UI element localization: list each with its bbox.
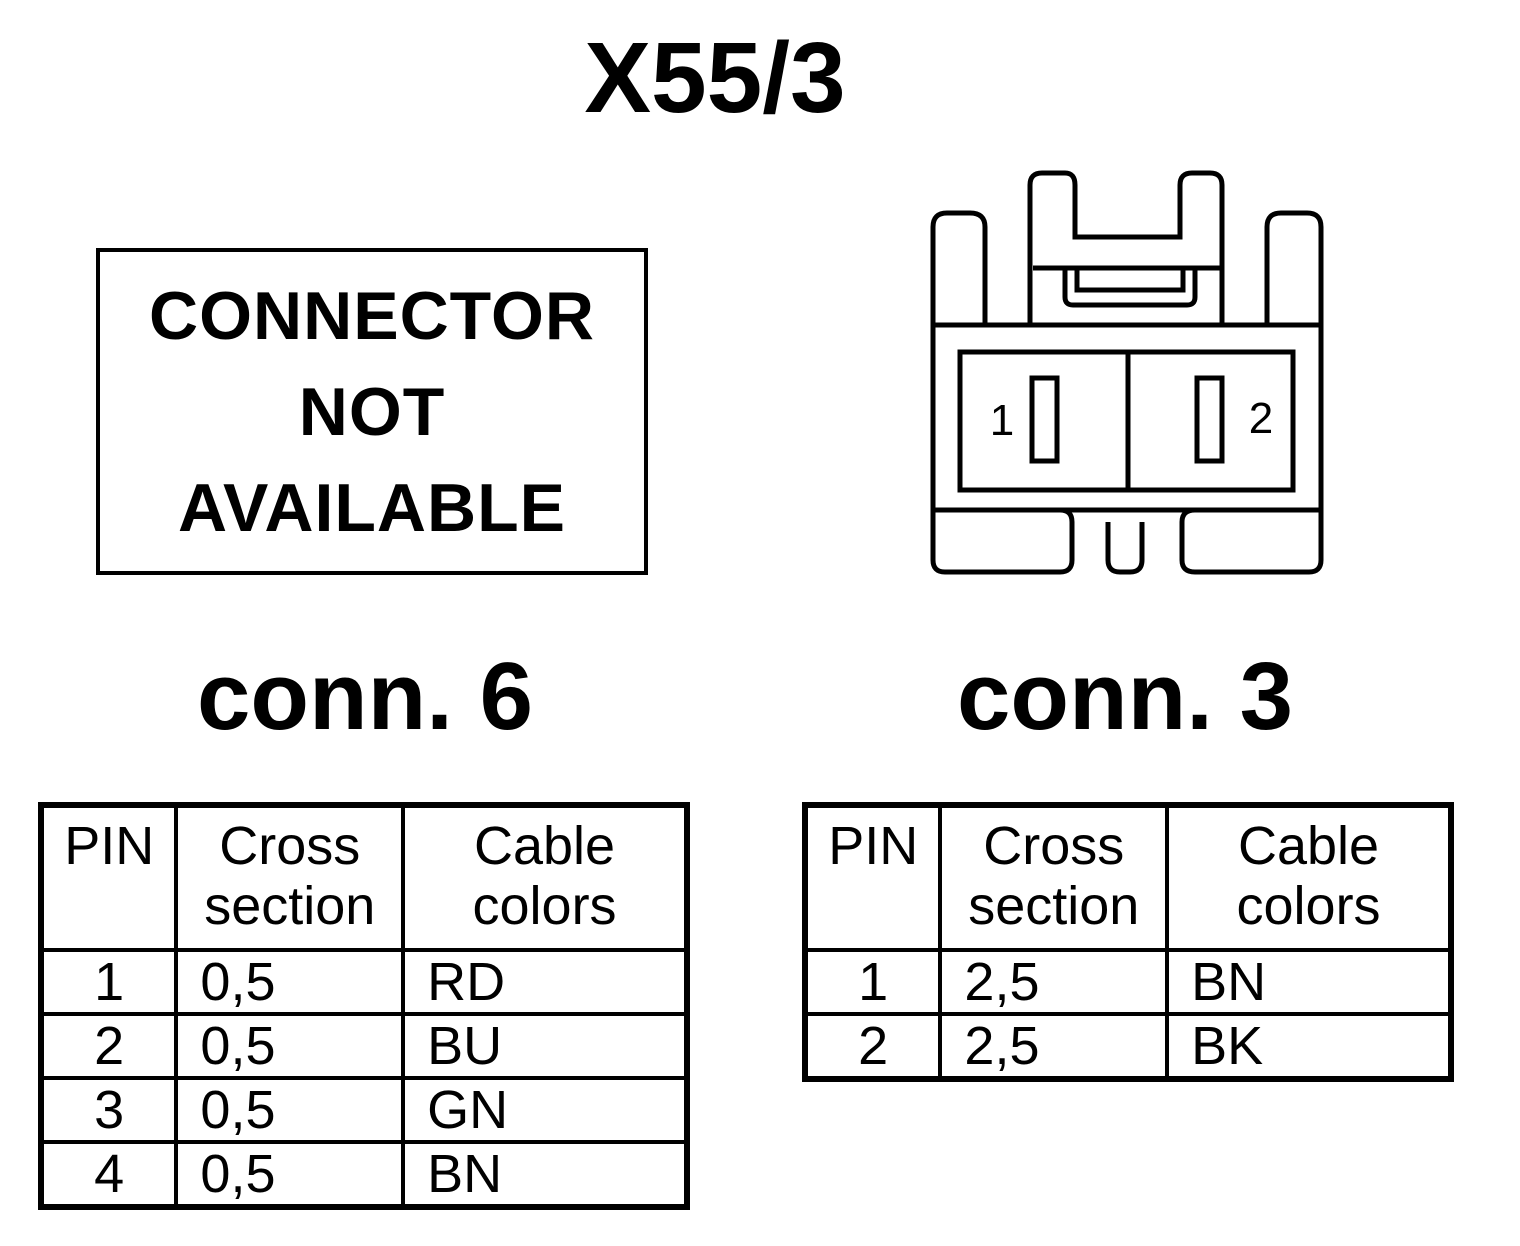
cable-color-cell: GN (401, 1076, 689, 1144)
table-row: 1 2,5 BN (802, 948, 1453, 1016)
pin-cell: 3 (38, 1076, 179, 1144)
pin-cell: 4 (38, 1140, 179, 1209)
connector-3-drawing: 1 2 (930, 170, 1324, 575)
cross-section-cell: 0,5 (174, 1012, 406, 1080)
pin-cell: 2 (38, 1012, 179, 1080)
table-row: 2 0,5 BU (38, 1012, 689, 1080)
pin-cell: 2 (802, 1012, 943, 1081)
connector-right-foot (1179, 507, 1324, 575)
pin-2-contact (1194, 375, 1225, 464)
connector-latch-clip (1062, 268, 1198, 308)
cable-color-cell: BU (401, 1012, 689, 1080)
connector-left-foot (930, 507, 1075, 575)
connector-latch-clip-inner (1074, 268, 1186, 293)
table-row: 1 0,5 RD (38, 948, 689, 1016)
connector-not-available-box: CONNECTOR NOT AVAILABLE (96, 248, 648, 575)
cross-section-cell: 2,5 (938, 948, 1170, 1016)
not-available-line-2: NOT (298, 373, 446, 450)
pin-1-label: 1 (990, 396, 1014, 445)
cross-section-cell: 0,5 (174, 1076, 406, 1144)
not-available-line-3: AVAILABLE (177, 469, 566, 546)
cross-section-cell: 0,5 (174, 1140, 406, 1209)
cable-color-cell: BK (1165, 1012, 1453, 1081)
pin-1-contact (1029, 375, 1060, 464)
connector-left-ear (930, 210, 988, 325)
not-available-line-1: CONNECTOR (149, 277, 595, 354)
connector-latch (1027, 170, 1225, 325)
pin-2-label: 2 (1249, 394, 1273, 443)
header-pin: PIN (802, 803, 943, 952)
pin-cell: 1 (802, 948, 943, 1016)
table-row: 4 0,5 BN (38, 1140, 689, 1209)
table-row: 3 0,5 GN (38, 1076, 689, 1144)
cable-color-cell: BN (401, 1140, 689, 1209)
cable-color-cell: BN (1165, 948, 1453, 1016)
header-pin: PIN (38, 803, 179, 952)
pin-cell: 1 (38, 948, 179, 1016)
cross-section-cell: 2,5 (938, 1012, 1170, 1081)
conn-6-label: conn. 6 (196, 643, 534, 750)
diagram-title: X55/3 (584, 22, 846, 134)
connector-center-foot (1105, 522, 1145, 575)
cable-color-cell: RD (401, 948, 689, 1016)
connector-right-ear (1264, 210, 1324, 325)
conn-3-label: conn. 3 (956, 643, 1294, 750)
cross-section-cell: 0,5 (174, 948, 406, 1016)
table-row: 2 2,5 BK (802, 1012, 1453, 1081)
